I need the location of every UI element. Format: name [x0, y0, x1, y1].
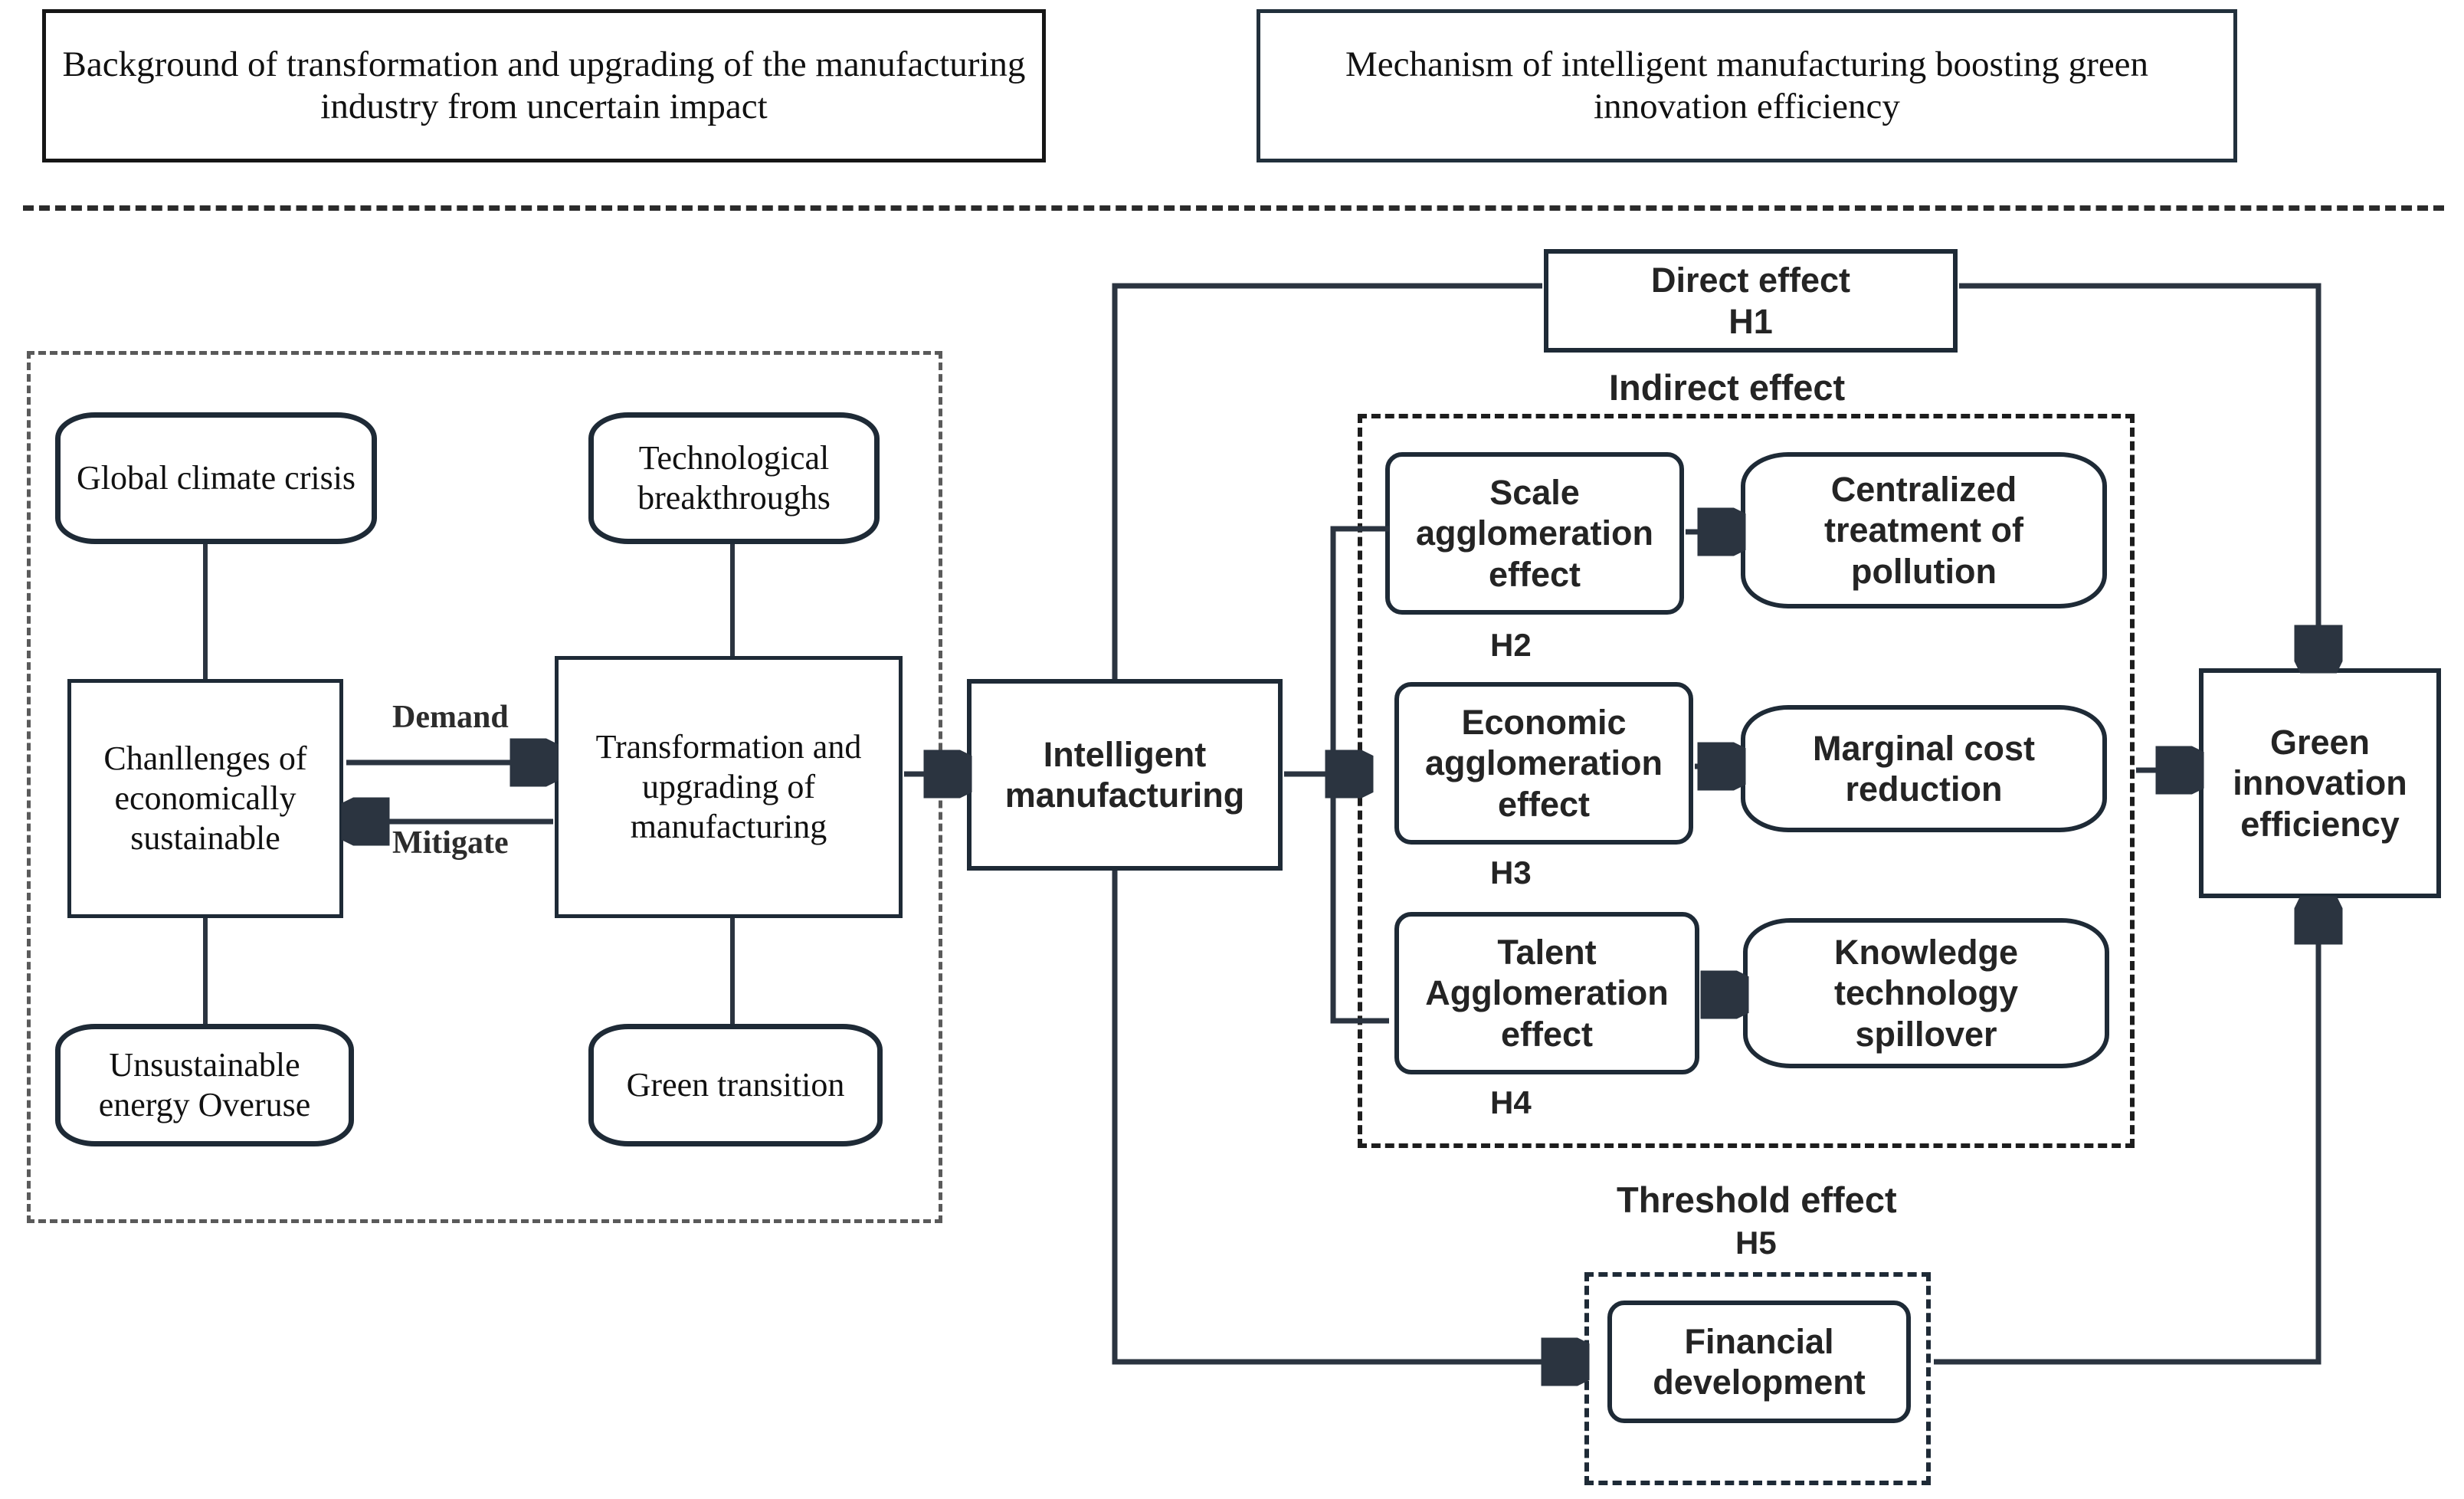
node-centralized-treatment-label: Centralized treatment of pollution [1823, 470, 2024, 591]
edge-label-mitigate: Mitigate [392, 825, 509, 861]
node-technological-breakthroughs: Technological breakthroughs [588, 412, 880, 544]
hypothesis-label-h2: H2 [1490, 627, 1532, 663]
node-intelligent-manufacturing: Intelligent manufacturing [967, 679, 1283, 871]
node-green-innovation-efficiency-label: Green innovation efficiency [2233, 723, 2407, 844]
node-scale-agglomeration-label: Scale agglomeration effect [1415, 473, 1654, 594]
section-divider [23, 205, 2444, 211]
node-economic-agglomeration-label: Economic agglomeration effect [1424, 703, 1663, 824]
node-knowledge-technology-spillover-label: Knowledge technology spillover [1833, 933, 2018, 1054]
threshold-effect-hypothesis: H5 [1735, 1225, 1777, 1261]
indirect-effect-title: Indirect effect [1609, 367, 1846, 408]
node-intelligent-manufacturing-label: Intelligent manufacturing [1004, 734, 1245, 815]
box-direct-effect: Direct effect H1 [1544, 249, 1958, 353]
node-technological-breakthroughs-label: Technological breakthroughs [637, 439, 831, 517]
node-green-innovation-efficiency: Green innovation efficiency [2199, 668, 2441, 898]
node-talent-agglomeration-label: Talent Agglomeration effect [1425, 933, 1669, 1054]
node-challenges-economically-sustainable: Chanllenges of economically sustainable [67, 679, 343, 918]
node-talent-agglomeration-effect: Talent Agglomeration effect [1394, 912, 1699, 1074]
edge-label-demand: Demand [392, 700, 509, 735]
node-green-transition-label: Green transition [626, 1066, 845, 1104]
node-knowledge-technology-spillover: Knowledge technology spillover [1743, 918, 2109, 1068]
node-transformation-upgrading-manufacturing: Transformation and upgrading of manufact… [555, 656, 903, 918]
node-marginal-cost-reduction-label: Marginal cost reduction [1812, 728, 2036, 809]
node-unsustainable-energy-overuse: Unsustainable energy Overuse [55, 1024, 354, 1146]
direct-effect-title: Direct effect [1650, 261, 1851, 300]
node-challenges-label: Chanllenges of economically sustainable [103, 740, 307, 857]
node-scale-agglomeration-effect: Scale agglomeration effect [1385, 452, 1684, 615]
node-transformation-label: Transformation and upgrading of manufact… [595, 728, 862, 845]
left-title-box: Background of transformation and upgradi… [42, 9, 1046, 162]
hypothesis-label-h3: H3 [1490, 854, 1532, 891]
right-title-box: Mechanism of intelligent manufacturing b… [1257, 9, 2237, 162]
node-global-climate-crisis-label: Global climate crisis [76, 459, 356, 497]
node-financial-development: Financial development [1607, 1301, 1911, 1423]
node-green-transition: Green transition [588, 1024, 883, 1146]
node-marginal-cost-reduction: Marginal cost reduction [1741, 705, 2107, 832]
direct-effect-hypothesis: H1 [1728, 301, 1773, 341]
threshold-effect-title: Threshold effect [1617, 1179, 1897, 1220]
node-global-climate-crisis: Global climate crisis [55, 412, 377, 544]
node-economic-agglomeration-effect: Economic agglomeration effect [1394, 682, 1693, 845]
hypothesis-label-h4: H4 [1490, 1084, 1532, 1120]
node-unsustainable-energy-label: Unsustainable energy Overuse [98, 1046, 311, 1123]
left-title-text: Background of transformation and upgradi… [62, 44, 1026, 126]
node-financial-development-label: Financial development [1653, 1321, 1866, 1402]
node-centralized-treatment-pollution: Centralized treatment of pollution [1741, 452, 2107, 608]
right-title-text: Mechanism of intelligent manufacturing b… [1345, 44, 2149, 126]
